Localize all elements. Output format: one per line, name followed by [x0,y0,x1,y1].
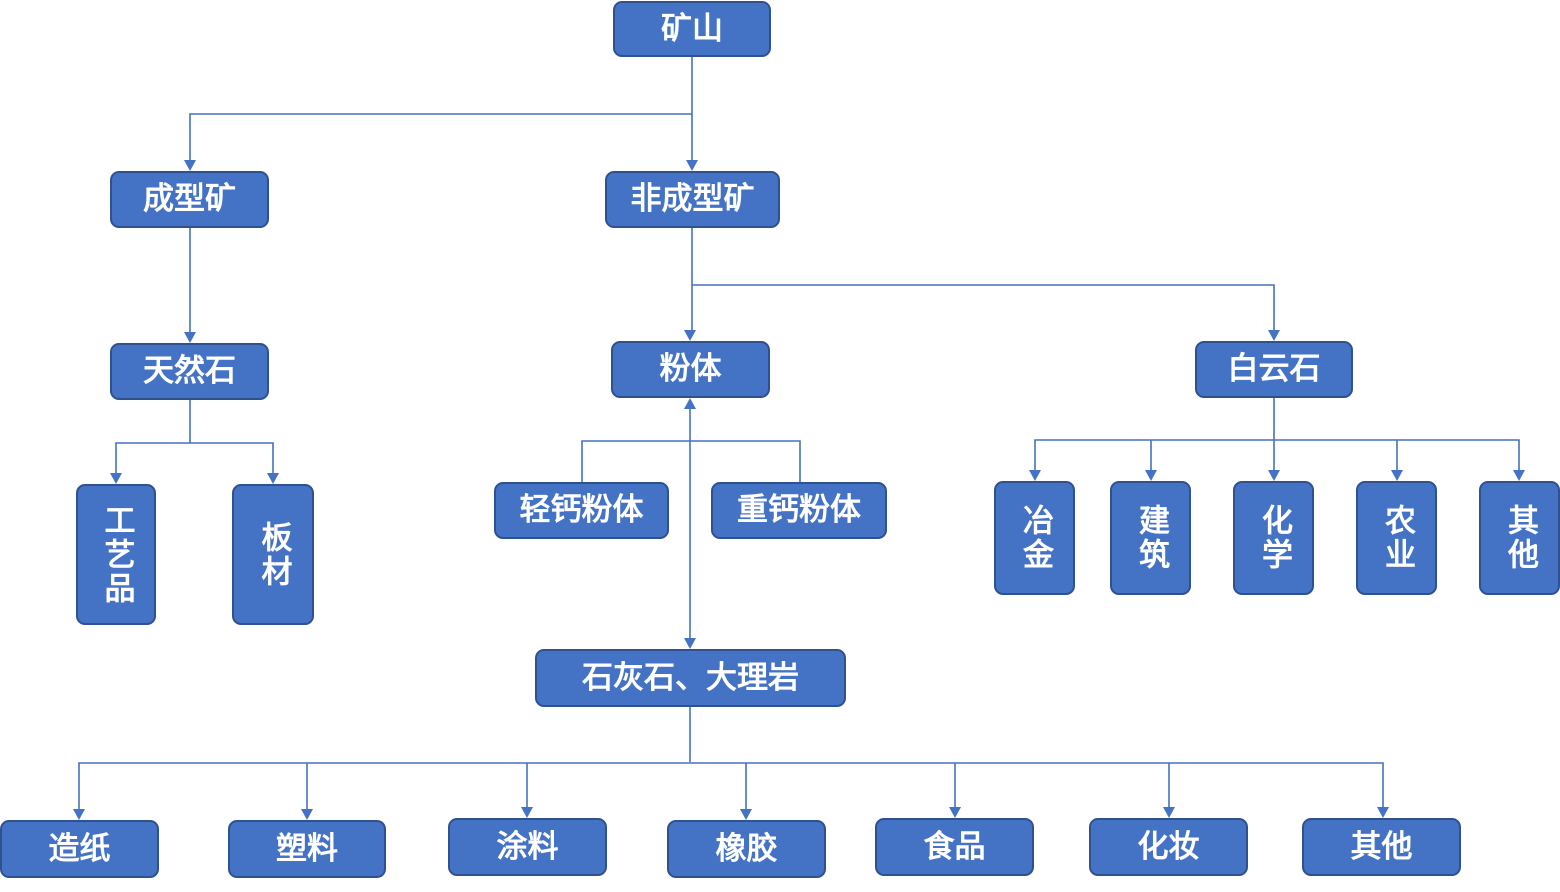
arrow-papermaking [73,809,85,820]
arrow-unformed-ore [686,160,698,171]
arrow-dolomite [1268,330,1280,341]
connector-limestone-branch [78,762,1384,810]
connector-unformed-to-dolomite [692,284,1275,332]
arrow-chemical [1268,470,1280,481]
arrow-metallurgy [1029,470,1041,481]
arrow-food [949,807,961,818]
node-unformed-ore: 非成型矿 [605,171,780,228]
arrow-formed-ore [184,160,196,171]
node-rubber: 橡胶 [667,820,826,878]
arrow-cosmetics [1163,807,1175,818]
arrow-others-limestone [1377,807,1389,818]
connector-natural-branch [115,442,274,475]
node-papermaking: 造纸 [0,820,159,878]
node-others-limestone: 其他 [1302,818,1461,876]
node-chemical: 化学 [1233,481,1314,595]
node-light-calcium-powder: 轻钙粉体 [494,482,669,539]
node-natural-stone: 天然石 [110,343,269,400]
node-dolomite: 白云石 [1195,341,1353,398]
node-limestone-marble: 石灰石、大理岩 [535,649,846,707]
arrow-crafts [110,473,122,484]
node-formed-ore: 成型矿 [110,171,269,228]
arrow-coatings [521,807,533,818]
arrow-rubber [740,809,752,820]
arrow-down-limestone [684,638,696,649]
connector-dolomite-branch [1034,439,1520,472]
node-powder: 粉体 [611,341,770,398]
arrow-others-dolomite [1513,470,1525,481]
connector-mine-to-formed [189,113,692,162]
node-cosmetics: 化妆 [1089,818,1248,876]
node-mine: 矿山 [613,1,771,57]
arrow-board [267,473,279,484]
node-construction: 建筑 [1110,481,1191,595]
node-others-dolomite: 其他 [1479,481,1560,595]
node-heavy-calcium-powder: 重钙粉体 [711,482,887,539]
connector-powder-bracket [581,440,801,482]
node-plastics: 塑料 [228,820,386,878]
arrow-construction [1145,470,1157,481]
node-crafts: 工艺品 [76,484,156,625]
arrow-natural-stone [184,332,196,343]
node-metallurgy: 冶金 [994,481,1075,595]
node-agriculture: 农业 [1356,481,1437,595]
arrow-plastics [301,809,313,820]
node-board: 板材 [232,484,314,625]
arrow-agriculture [1391,470,1403,481]
node-food: 食品 [875,818,1034,876]
arrow-up-powder [684,398,696,409]
node-coatings: 涂料 [448,818,607,876]
arrow-powder [684,330,696,341]
